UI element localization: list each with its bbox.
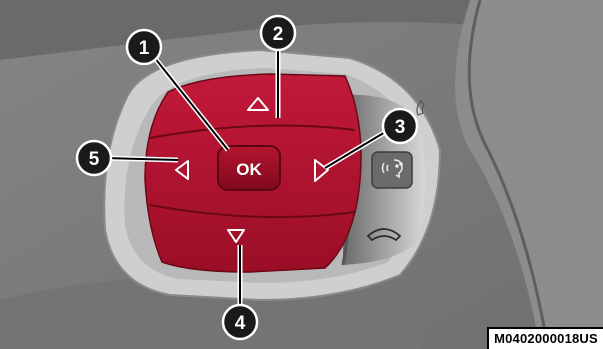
voice-command-button[interactable] <box>372 152 412 188</box>
callout-3: 3 <box>383 109 417 143</box>
callout-4-number: 4 <box>235 313 246 334</box>
ok-button[interactable]: OK <box>218 146 280 190</box>
callout-1-number: 1 <box>139 38 150 59</box>
figure-code-label: M0402000018US <box>487 327 603 349</box>
callout-5: 5 <box>77 141 111 175</box>
voice-button-face <box>372 152 412 188</box>
callout-2: 2 <box>261 16 295 50</box>
callout-5-number: 5 <box>89 149 100 170</box>
callout-1: 1 <box>127 30 161 64</box>
ok-label: OK <box>236 160 262 179</box>
callout-2-number: 2 <box>273 24 284 45</box>
callout-3-number: 3 <box>395 117 406 138</box>
callout-4: 4 <box>223 305 257 339</box>
